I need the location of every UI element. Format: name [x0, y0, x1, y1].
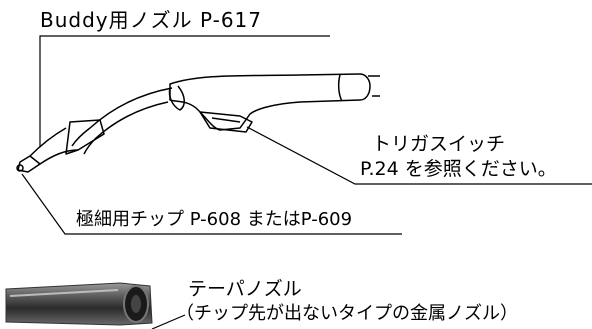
welding-torch-icon	[16, 73, 380, 173]
trigger-leader	[246, 126, 592, 185]
nozzle-title-leader	[39, 35, 330, 147]
taper-nozzle-label: テーパノズル	[188, 278, 302, 300]
trigger-reference: P.24 を参照ください。	[360, 158, 557, 180]
tip-label: 極細用チップ P-608 またはP-609	[76, 209, 353, 230]
nozzle-title: Buddy用ノズル P-617	[40, 8, 262, 32]
taper-nozzle-icon	[5, 282, 153, 326]
taper-nozzle-leader	[151, 314, 186, 329]
tip-leader	[21, 173, 402, 235]
trigger-label: トリガスイッチ	[372, 133, 506, 155]
taper-nozzle-description: （チップ先が出ないタイプの金属ノズル）	[176, 303, 518, 324]
